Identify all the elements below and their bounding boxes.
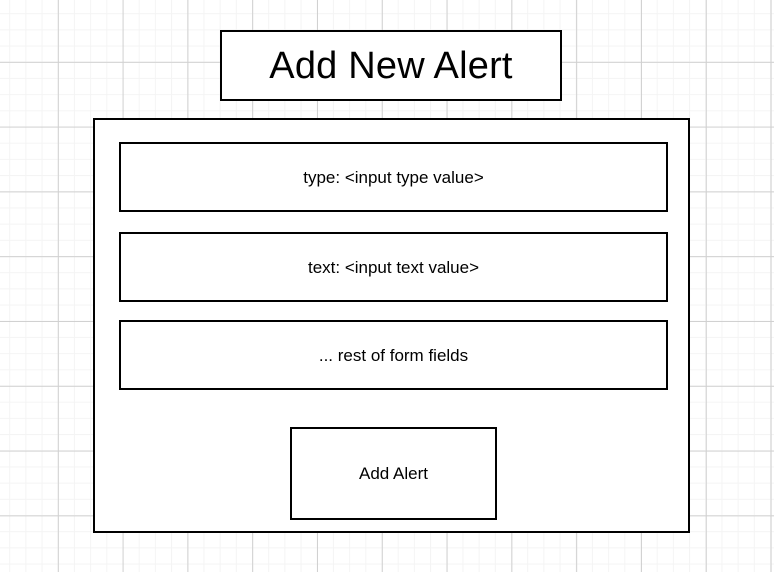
form-field-rest[interactable]: ... rest of form fields	[119, 320, 668, 390]
form-field-type[interactable]: type: <input type value>	[119, 142, 668, 212]
title-box-label: Add New Alert	[269, 44, 513, 87]
add-alert-button-label: Add Alert	[359, 464, 428, 483]
form-field-rest-label: ... rest of form fields	[318, 345, 469, 365]
form-panel[interactable]: type: <input type value> text: <input te…	[93, 118, 690, 533]
form-field-text[interactable]: text: <input text value>	[119, 232, 668, 302]
add-alert-button[interactable]: Add Alert	[290, 427, 497, 520]
title-box[interactable]: Add New Alert	[220, 30, 562, 101]
form-field-type-label: type: <input type value>	[303, 167, 484, 187]
form-field-text-label: text: <input text value>	[307, 257, 480, 277]
